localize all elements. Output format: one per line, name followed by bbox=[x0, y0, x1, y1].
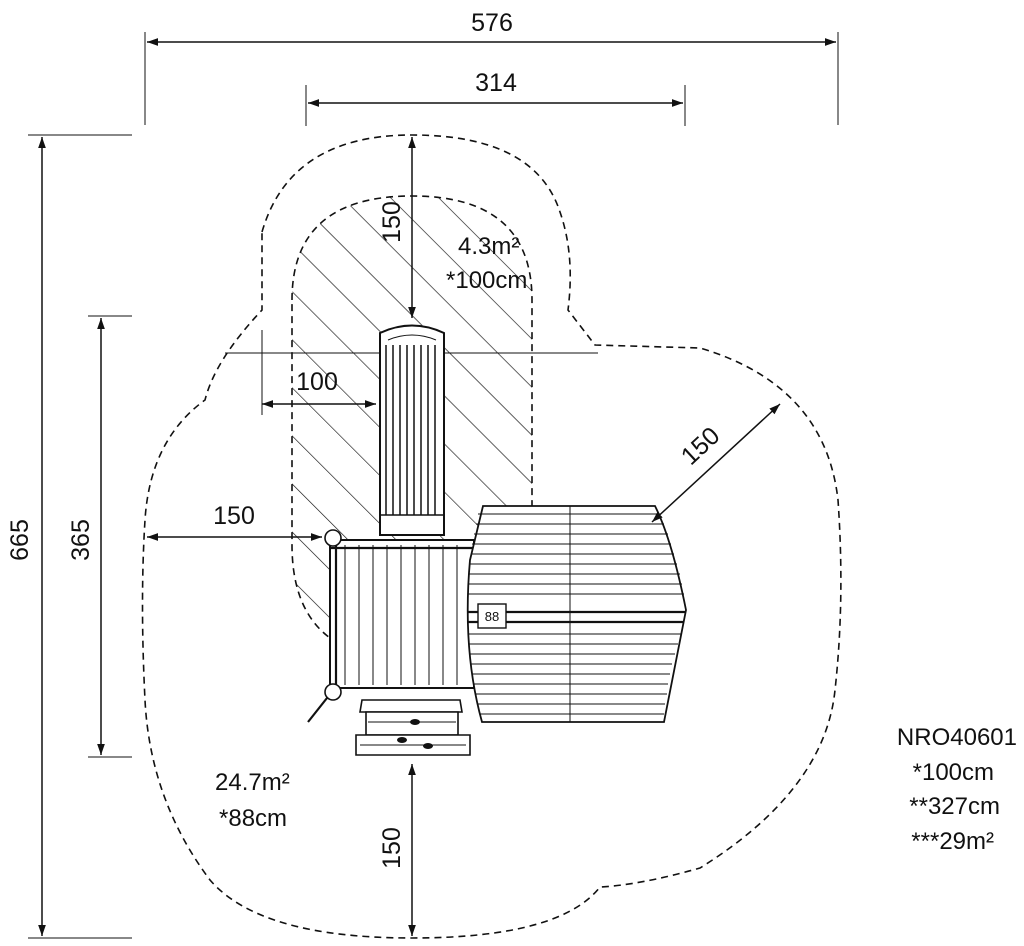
product-safety-area: ***29m² bbox=[911, 828, 994, 855]
access-steps bbox=[355, 699, 471, 756]
main-area-label: 24.7m² bbox=[215, 769, 290, 796]
product-code: NRO40601 bbox=[897, 724, 1017, 751]
platform-tag-label: 88 bbox=[485, 609, 499, 624]
dim-left-clearance: 150 bbox=[213, 502, 255, 530]
dimension-lines bbox=[38, 38, 836, 936]
upper-height-label: *100cm bbox=[446, 267, 527, 294]
safety-zone-outline bbox=[141, 134, 842, 939]
product-info: NRO40601 *100cm **327cm ***29m² bbox=[897, 724, 1017, 855]
dim-slide-clearance: 150 bbox=[676, 422, 726, 471]
slide bbox=[466, 505, 687, 723]
dim-total-height: 665 bbox=[6, 519, 34, 561]
platform-deck bbox=[307, 529, 475, 723]
dim-bottom-clearance: 150 bbox=[378, 827, 406, 869]
dim-total-width: 576 bbox=[471, 9, 513, 37]
platform-tag: 88 bbox=[477, 603, 507, 629]
product-total-height: **327cm bbox=[909, 793, 1000, 820]
post-cap-top bbox=[324, 529, 342, 547]
tower-roof bbox=[379, 324, 445, 536]
dim-side-gap: 100 bbox=[296, 368, 338, 396]
post-cap-bottom bbox=[324, 683, 342, 701]
dim-top-clearance: 150 bbox=[378, 201, 406, 243]
main-height-label: *88cm bbox=[219, 805, 287, 832]
dim-line-slide-clearance bbox=[651, 403, 781, 523]
dim-inner-width: 314 bbox=[475, 69, 517, 97]
extension-lines bbox=[28, 32, 839, 939]
dim-inner-height: 365 bbox=[67, 519, 95, 561]
product-free-fall-height: *100cm bbox=[913, 759, 994, 786]
upper-area-label: 4.3m² bbox=[458, 233, 519, 260]
